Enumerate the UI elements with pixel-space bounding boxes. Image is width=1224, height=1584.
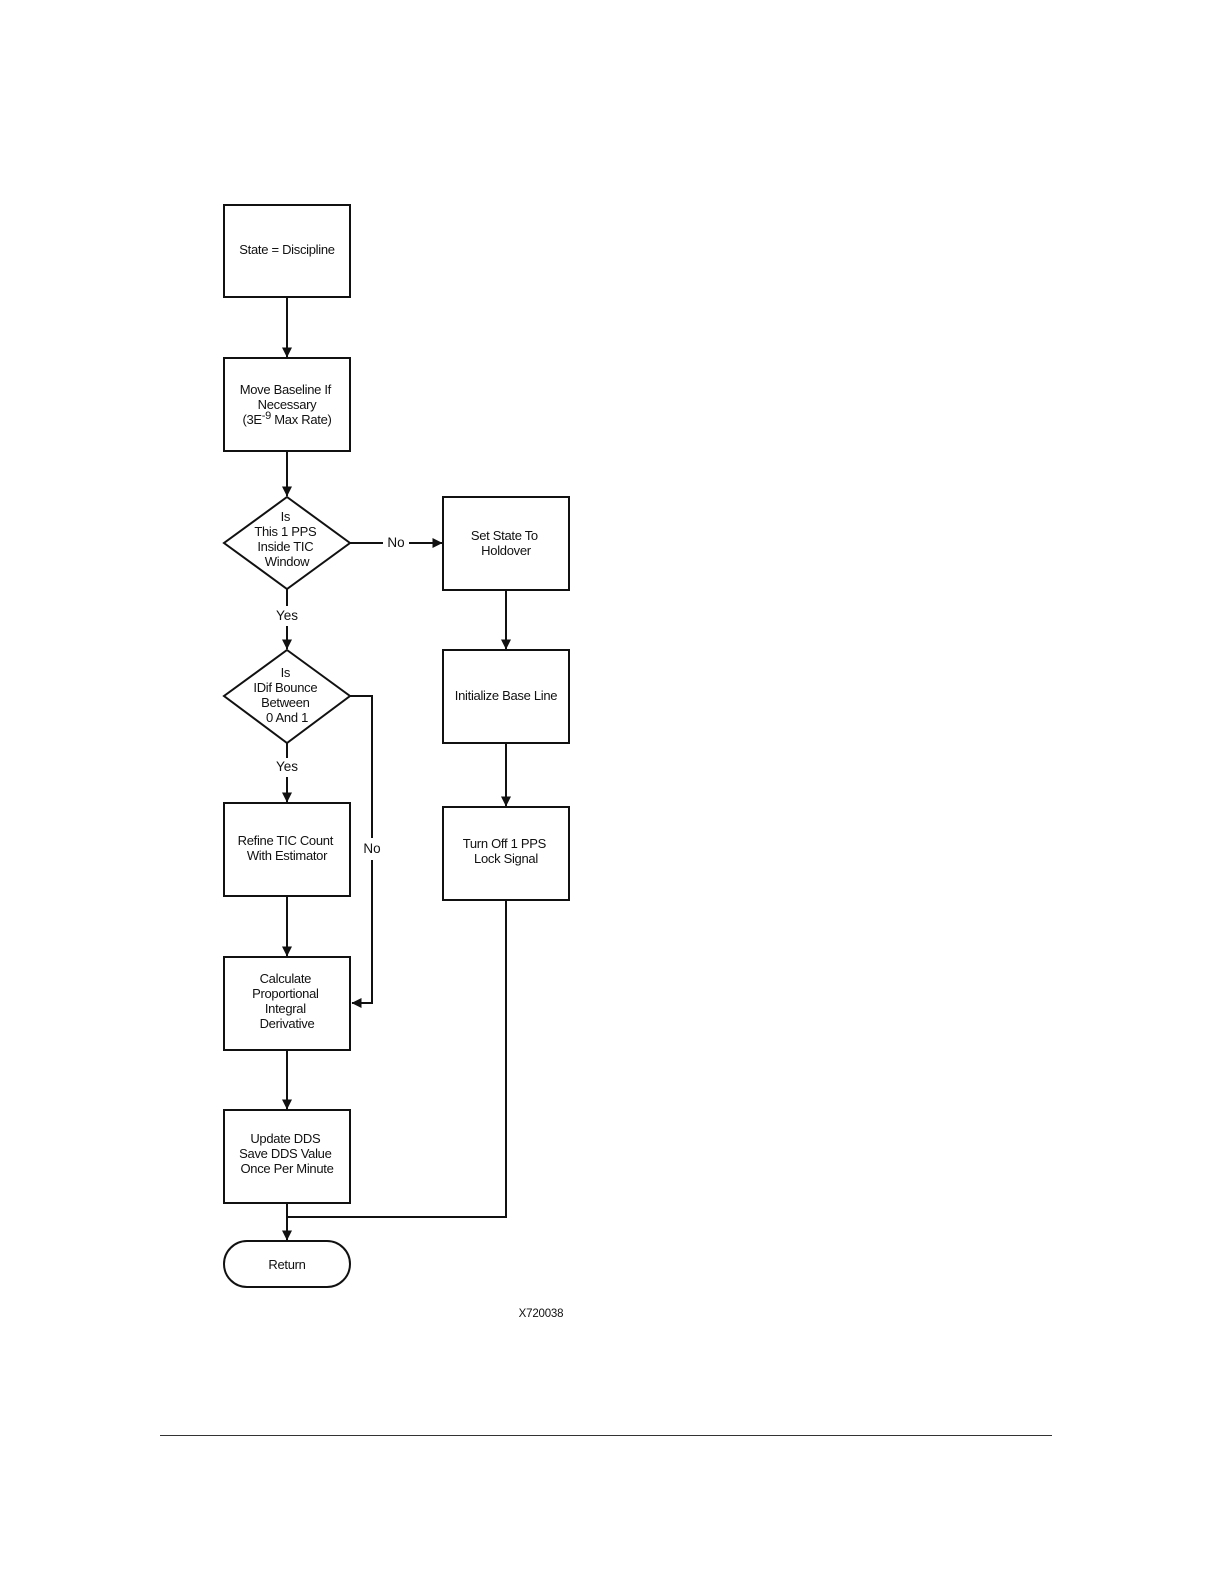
edge-label-tic-no: No	[387, 535, 404, 550]
node-label-line: Is	[281, 665, 291, 680]
decision-idif-bounce: Is IDif Bounce Between 0 And 1	[222, 648, 352, 745]
svg-text:State = Discipline: State = Discipline	[239, 242, 334, 257]
edge-idif-no-to-calculate	[351, 860, 373, 1008]
node-label-line: Return	[268, 1257, 305, 1272]
node-move-baseline: Move Baseline If Necessary (3E-9 Max Rat…	[223, 357, 351, 452]
process-box	[442, 496, 570, 591]
node-label-line: Turn Off 1 PPS	[463, 836, 547, 851]
node-label-line: State = Discipline	[239, 242, 334, 257]
node-label-line: Window	[265, 554, 310, 569]
node-label-line: This 1 PPS	[254, 524, 317, 539]
process-box	[442, 649, 570, 744]
rate-exponent: -9	[262, 410, 271, 422]
svg-text:Return: Return	[268, 1257, 305, 1272]
process-box	[223, 1109, 351, 1204]
process-box	[442, 806, 570, 901]
edge-label-idif-no: No	[363, 841, 380, 856]
node-label-line: IDif Bounce	[253, 680, 317, 695]
max-rate-label: (3E-9 Max Rate)	[242, 410, 331, 427]
terminal-return: Return	[223, 1240, 351, 1288]
decision-diamond	[222, 648, 352, 745]
node-label-line: Update DDS	[250, 1131, 321, 1146]
node-label-line: Between	[261, 695, 310, 710]
footer-divider	[160, 1435, 1052, 1436]
process-box	[223, 357, 351, 452]
edge-label-tic-yes: Yes	[276, 608, 298, 623]
process-box	[223, 956, 351, 1051]
node-label-line: Refine TIC Count	[238, 833, 334, 848]
svg-text:Turn Off 1 PPS Lock Sign: Turn Off 1 PPS Lock Signal	[463, 836, 550, 866]
svg-text:Update DDS Save DDS Valu: Update DDS Save DDS Value Once Per Minut…	[239, 1131, 335, 1176]
svg-text:Refine TIC Count With Es: Refine TIC Count With Estimator	[238, 833, 337, 863]
node-label-line: Proportional	[252, 986, 319, 1001]
node-calculate-pid: Calculate Proportional Integral Derivati…	[223, 956, 351, 1051]
svg-text:Is IDif Bounce Bet: Is IDif Bounce Between 0 And 1	[253, 665, 320, 725]
node-label-line: Save DDS Value	[239, 1146, 331, 1161]
process-box	[223, 802, 351, 897]
process-box	[223, 204, 351, 298]
edge-idif-no-upper	[350, 695, 373, 838]
node-label-line: Inside TIC	[257, 539, 313, 554]
decision-tic-window: Is This 1 PPS Inside TIC Window	[222, 495, 352, 591]
svg-text:Move Baseline If Necessa: Move Baseline If Necessary	[240, 382, 335, 412]
decision-diamond	[222, 495, 352, 591]
node-label-line: Is	[281, 509, 291, 524]
node-label-line: Lock Signal	[474, 851, 538, 866]
rate-prefix: (3E	[242, 412, 262, 427]
node-label-line: 0 And 1	[266, 710, 308, 725]
node-turn-off-lock-signal: Turn Off 1 PPS Lock Signal	[442, 806, 570, 901]
node-label-line: Initialize Base Line	[455, 688, 557, 703]
node-set-state-holdover: Set State To Holdover	[442, 496, 570, 591]
node-label-line: Calculate	[260, 971, 312, 986]
node-update-dds: Update DDS Save DDS Value Once Per Minut…	[223, 1109, 351, 1204]
node-state-discipline: State = Discipline	[223, 204, 351, 298]
node-initialize-base-line: Initialize Base Line	[442, 649, 570, 744]
node-refine-tic-count: Refine TIC Count With Estimator	[223, 802, 351, 897]
node-label-line: Move Baseline If	[240, 382, 332, 397]
rate-suffix: Max Rate)	[271, 412, 332, 427]
node-label-line: Set State To	[471, 528, 538, 543]
node-label-line: Once Per Minute	[240, 1161, 333, 1176]
node-label-line: Integral	[265, 1001, 306, 1016]
svg-text:Is This 1 PPS Insi: Is This 1 PPS Inside TIC Window	[254, 509, 319, 569]
terminal-shape	[223, 1240, 351, 1288]
node-label-line: With Estimator	[247, 848, 328, 863]
svg-text:Set State To Holdover: Set State To Holdover	[471, 528, 541, 558]
node-label-line: Holdover	[481, 543, 532, 558]
edge-label-idif-yes: Yes	[276, 759, 298, 774]
edge-lock-off-merge	[287, 900, 507, 1218]
svg-text:Calculate Proportional: Calculate Proportional Integral Derivati…	[252, 971, 322, 1031]
connectors	[282, 297, 511, 1241]
svg-text:Initialize Base Line: Initialize Base Line	[455, 688, 557, 703]
node-label-line: Derivative	[260, 1016, 315, 1031]
figure-id: X720038	[519, 1308, 564, 1320]
node-label-line: Necessary	[258, 397, 318, 412]
